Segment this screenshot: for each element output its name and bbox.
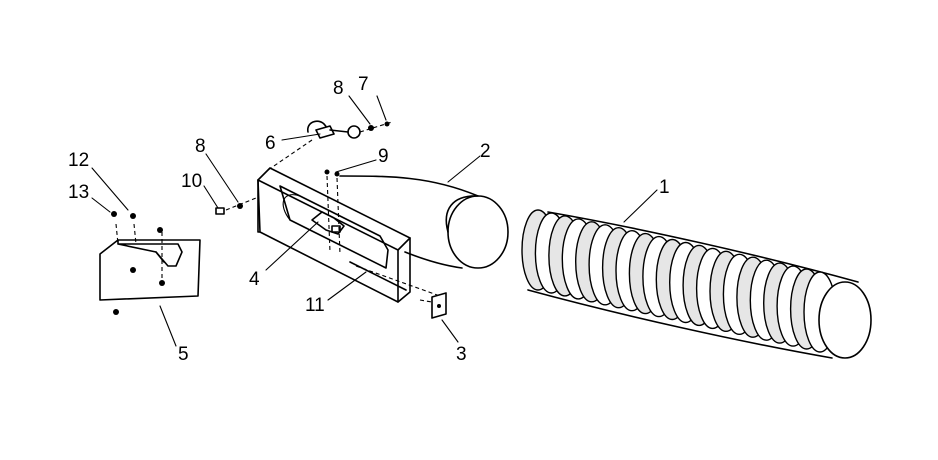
callout-10: 10 bbox=[181, 171, 202, 192]
callout-8-left: 8 bbox=[195, 136, 206, 157]
callout-labels: 1 2 3 4 5 6 7 8 8 9 10 11 12 13 bbox=[68, 74, 670, 365]
leader-lines bbox=[91, 95, 658, 347]
callout-1: 1 bbox=[659, 177, 670, 198]
callout-9: 9 bbox=[378, 146, 389, 167]
callout-11: 11 bbox=[305, 295, 325, 316]
flexible-duct-hose bbox=[521, 209, 872, 359]
screw-plate-left bbox=[111, 211, 117, 217]
screw-left bbox=[215, 197, 257, 215]
duct-end-opening bbox=[818, 281, 872, 359]
callout-8-top: 8 bbox=[333, 78, 344, 99]
callout-3: 3 bbox=[456, 344, 467, 365]
adapter-nozzle-end bbox=[447, 195, 509, 269]
callout-7: 7 bbox=[358, 74, 369, 95]
callout-12: 12 bbox=[68, 150, 89, 171]
callout-5: 5 bbox=[178, 344, 189, 365]
callout-6: 6 bbox=[265, 133, 276, 154]
adapter-clip bbox=[311, 211, 345, 235]
callout-2: 2 bbox=[480, 141, 491, 162]
screw-plate-right bbox=[130, 213, 136, 219]
lower-channel bbox=[349, 261, 441, 297]
hook-latch bbox=[307, 120, 361, 139]
callout-13: 13 bbox=[68, 182, 89, 203]
screw-center bbox=[324, 169, 341, 255]
exhaust-adapter bbox=[257, 167, 509, 303]
duct-ribs bbox=[521, 209, 837, 353]
washer-left bbox=[237, 203, 243, 209]
washer-top bbox=[368, 125, 374, 131]
window-bracket-plate bbox=[99, 223, 201, 315]
small-bracket bbox=[419, 292, 447, 319]
callout-4: 4 bbox=[249, 269, 260, 290]
